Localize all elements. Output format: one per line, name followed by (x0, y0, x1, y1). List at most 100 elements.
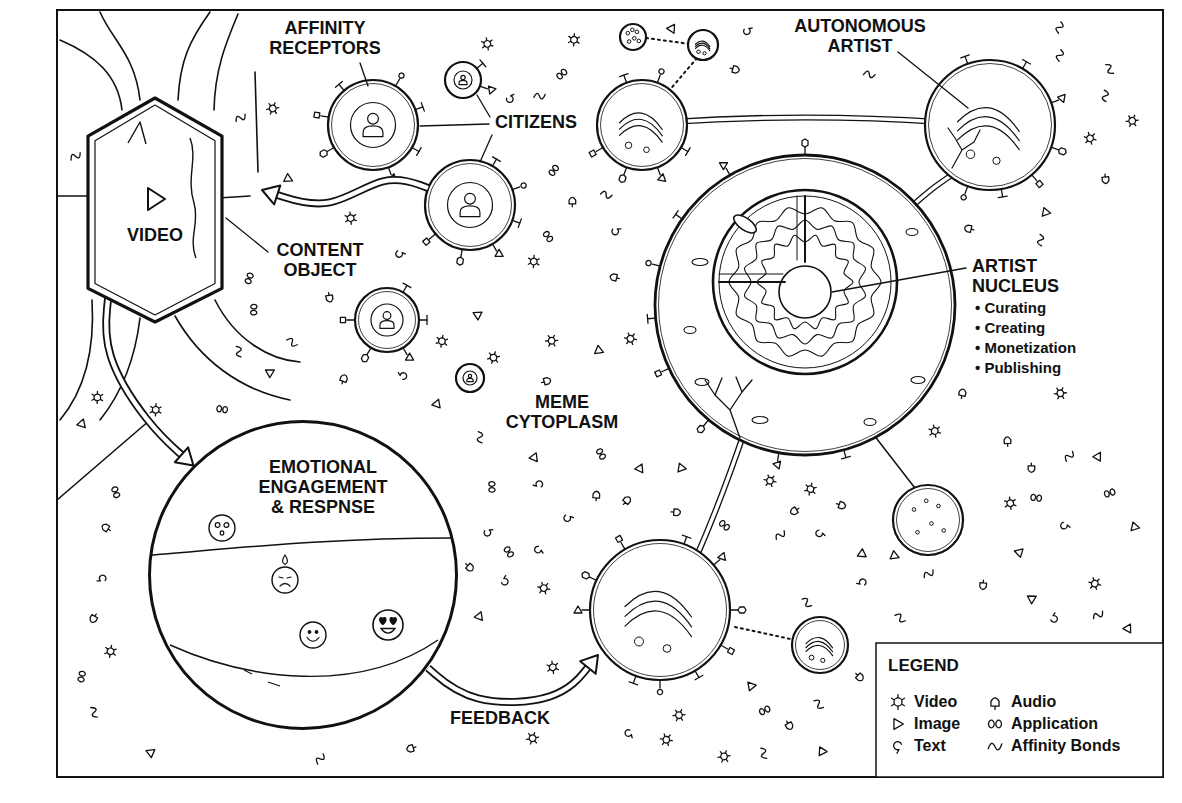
meme-audio (1004, 437, 1011, 447)
cell-granule (942, 529, 946, 533)
symbol-stroke (544, 333, 559, 349)
cell-granule (631, 28, 635, 32)
symbol-stroke (1105, 63, 1114, 75)
symbol-stroke (813, 698, 824, 710)
cell-granule (930, 522, 934, 526)
meme-image (1093, 450, 1104, 461)
receptor-stalk (633, 676, 636, 684)
affinity-receptor (518, 219, 521, 227)
meme-video (525, 730, 541, 746)
meme-video (479, 36, 495, 52)
receptor-stalk (965, 56, 968, 64)
content-squiggle (128, 122, 146, 144)
symbol-stroke (518, 219, 521, 227)
meme-image (667, 24, 678, 35)
symbol-stroke (151, 405, 160, 414)
symbol-stroke (543, 230, 554, 242)
bullet-item: • Publishing (975, 360, 1125, 377)
organelle (864, 419, 876, 426)
meme-video (265, 100, 281, 116)
symbol-stroke (801, 597, 812, 609)
affinity-receptor (493, 249, 503, 259)
cell-granule (637, 39, 641, 43)
affinity-receptor (493, 157, 501, 162)
meme-bond (1055, 49, 1065, 61)
symbol-stroke (1104, 488, 1116, 497)
receptor-stalk (684, 537, 687, 545)
bullet-item: • Creating (975, 320, 1125, 337)
symbol-stroke (403, 283, 411, 288)
meme-bond (1102, 90, 1109, 102)
leader-line (420, 124, 489, 126)
symbol-stroke (148, 402, 164, 417)
citizen-body (363, 126, 383, 137)
receptor-stalk (965, 186, 968, 194)
symbol-stroke (923, 569, 935, 578)
meme-bond (863, 70, 875, 78)
symbol-stroke (539, 583, 548, 592)
receptor-stalk (1001, 189, 1002, 197)
meme-text (396, 370, 407, 380)
vesicle (809, 655, 814, 660)
symbol-stroke (854, 671, 865, 682)
meme-text (624, 729, 635, 740)
receptor-stalk (493, 244, 497, 251)
emoji-face (272, 567, 298, 593)
symbol-stroke (529, 453, 541, 464)
meme-image (474, 610, 485, 620)
meme-video (544, 333, 559, 349)
node-text: VIDEO (100, 226, 210, 246)
meme-bond (1037, 234, 1044, 246)
content-squiggle (190, 138, 196, 258)
meme-particles (69, 21, 1140, 764)
emoji-heart-eyes (380, 618, 397, 625)
symbol-stroke (505, 92, 516, 103)
meme-image (431, 399, 440, 409)
bullet-item: • Monetization (975, 340, 1125, 357)
symbol-stroke (1063, 451, 1075, 462)
symbol-stroke (473, 308, 484, 320)
golgi-fold (625, 611, 692, 637)
symbol-stroke (673, 211, 678, 218)
meme-audio (569, 197, 576, 206)
arrow-head (262, 185, 280, 204)
dotted-bond (668, 58, 697, 92)
symbol-stroke (566, 32, 582, 47)
cell-granule (912, 508, 916, 512)
symbol-stroke (545, 660, 560, 674)
meme-bond (90, 706, 98, 718)
symbol-stroke (720, 753, 727, 760)
affinity-receptor (574, 606, 582, 613)
receptor-stalk (681, 148, 688, 152)
meme-app (78, 671, 86, 683)
leader-line (832, 268, 966, 292)
legend-box (876, 643, 1163, 777)
meme-image (855, 549, 866, 560)
symbol-stroke (284, 174, 295, 185)
symbol-stroke (483, 527, 494, 538)
meme-bond (801, 597, 812, 609)
meme-app (251, 304, 258, 315)
symbol-stroke (548, 663, 557, 672)
cell-membrane (655, 155, 955, 455)
arrow-lumen (428, 665, 590, 702)
affinity-receptor (738, 607, 746, 613)
meme-audio (854, 671, 865, 682)
symbol-stroke (1014, 546, 1026, 558)
symbol-stroke (533, 545, 544, 555)
meme-bond (1105, 63, 1114, 75)
symbol-stroke (534, 93, 545, 99)
symbol-stroke (426, 316, 427, 325)
engagement-circle: EMOTIONAL ENGAGEMENT & RESPNSE (148, 420, 458, 730)
callout-label: CONTENT OBJECT (270, 240, 370, 280)
leader-line (477, 95, 490, 117)
symbol-stroke (611, 226, 622, 236)
symbol-stroke (490, 354, 498, 362)
symbol-stroke (760, 747, 767, 759)
receptor-stalk (659, 680, 660, 688)
receptor-stalk (657, 75, 660, 83)
cutaway-depth (719, 196, 797, 274)
receptor-stalk (339, 84, 344, 90)
meme-video (717, 750, 730, 762)
receptor-stalk (714, 560, 720, 565)
